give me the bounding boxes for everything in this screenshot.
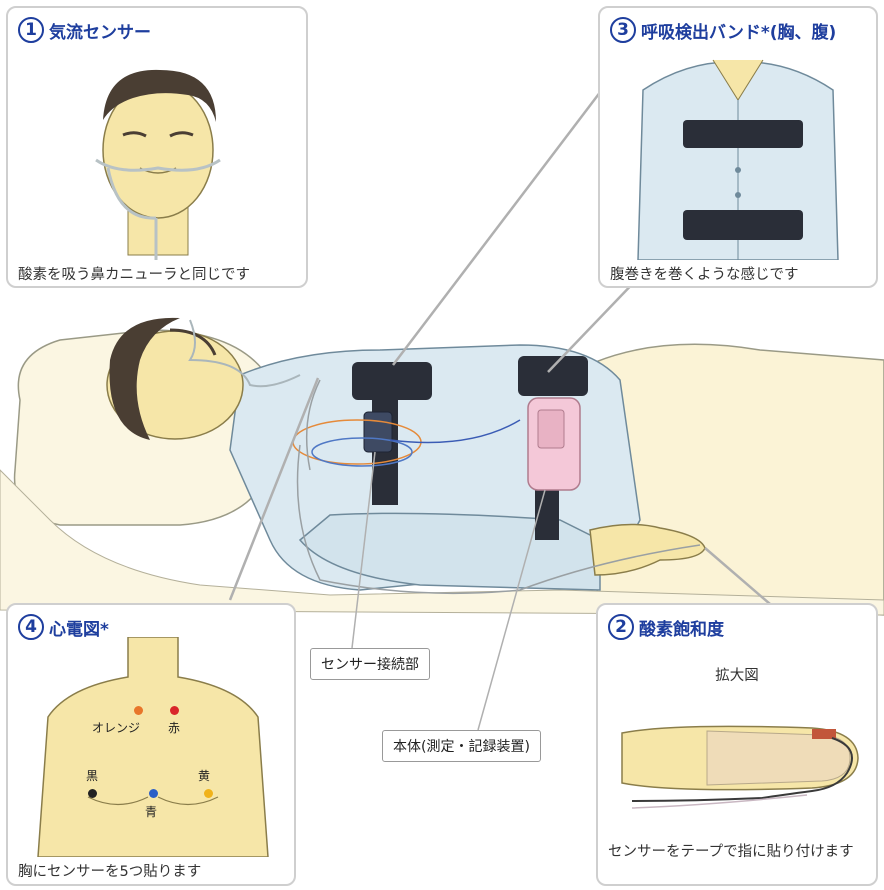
panel-airflow-sensor: 1 気流センサー 酸素を吸う鼻カニューラと同じです xyxy=(6,6,308,288)
panel-caption: 腹巻きを巻くような感じです xyxy=(610,266,868,285)
sensor-connector xyxy=(364,412,392,452)
label-blue: 青 xyxy=(145,803,157,820)
electrode-blue xyxy=(149,789,158,798)
zoom-label: 拡大図 xyxy=(598,667,876,686)
panel-caption: センサーをテープで指に貼り付けます xyxy=(608,843,868,862)
title-text: 呼吸検出バンド*(胸、腹) xyxy=(641,18,836,43)
panel-ecg: 4 心電図* オレンジ 赤 黒 黄 青 胸にセンサーを5つ貼ります xyxy=(6,603,296,886)
title-text: 心電図* xyxy=(49,615,109,640)
panel-respiratory-band: 3 呼吸検出バンド*(胸、腹) 腹巻きを巻くような感じです xyxy=(598,6,878,288)
panel-title: 2 酸素飽和度 xyxy=(608,614,724,640)
finger-sensor-illustration xyxy=(612,713,868,823)
panel-oxygen-saturation: 2 酸素飽和度 拡大図 センサーをテープで指に貼り付けます xyxy=(596,603,878,886)
electrode-orange xyxy=(134,706,143,715)
label-orange: オレンジ xyxy=(92,719,140,736)
panel-title: 3 呼吸検出バンド*(胸、腹) xyxy=(610,17,836,43)
electrode-red xyxy=(170,706,179,715)
label-yellow: 黄 xyxy=(198,767,210,784)
panel-title: 1 気流センサー xyxy=(18,17,151,43)
face-with-cannula-illustration xyxy=(78,50,238,260)
label-red: 赤 xyxy=(168,719,180,736)
label-black: 黒 xyxy=(86,767,98,784)
panel-caption: 酸素を吸う鼻カニューラと同じです xyxy=(18,266,298,285)
callout-sensor-connector: センサー接続部 xyxy=(310,648,430,680)
title-text: 酸素飽和度 xyxy=(639,615,724,640)
electrode-black xyxy=(88,789,97,798)
torso-with-bands-illustration xyxy=(628,50,848,260)
chest-illustration xyxy=(28,637,278,857)
step-number: 3 xyxy=(610,17,636,43)
abdomen-band xyxy=(518,356,588,396)
panel-caption: 胸にセンサーを5つ貼ります xyxy=(18,863,286,882)
title-text: 気流センサー xyxy=(49,18,151,43)
electrode-yellow xyxy=(204,789,213,798)
callout-main-unit: 本体(測定・記録装置) xyxy=(382,730,541,762)
chest-band xyxy=(352,362,432,400)
step-number: 2 xyxy=(608,614,634,640)
step-number: 1 xyxy=(18,17,44,43)
